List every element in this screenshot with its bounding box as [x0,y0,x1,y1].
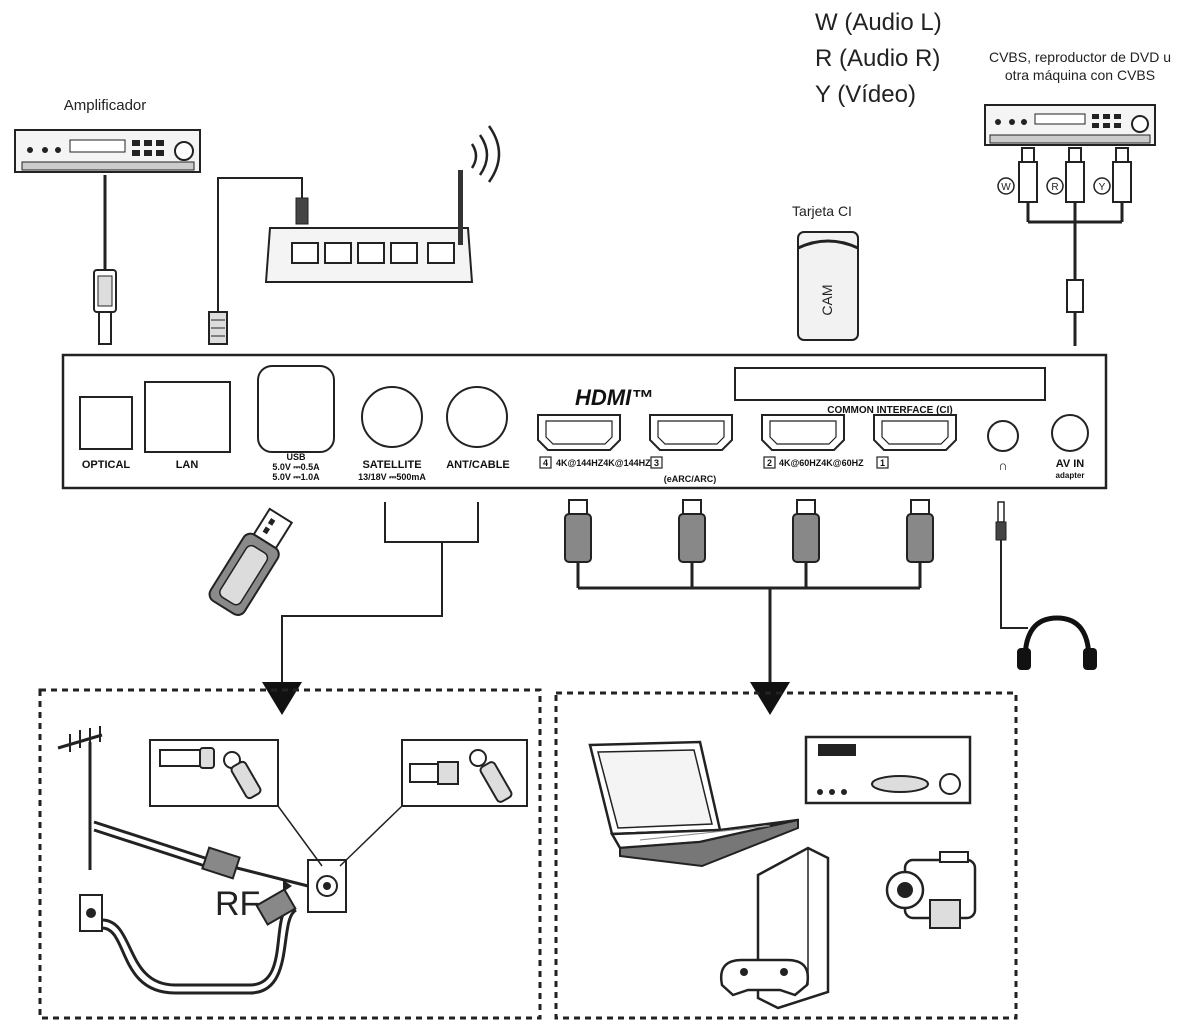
usb-spec-1: 5.0V ⎓0.5A [272,462,320,472]
satellite-port [361,386,423,448]
satellite-label: SATELLITE [362,459,421,471]
hdmi-cables [564,499,934,682]
router-device [264,125,501,283]
av-in-label: AV IN [1056,458,1085,470]
lan-port [144,381,231,453]
hdmi-3-number: 3 [654,458,659,468]
hdmi-4-spec: 4K@144HZ4K@144HZ [556,458,651,468]
game-console-icon [719,846,830,1010]
hdmi-port-1 [873,414,957,451]
coax-detail-right [339,739,528,867]
ant-cable-label: ANT/CABLE [446,459,510,471]
hdmi-2-number: 2 [767,458,772,468]
arrow-down-hdmi-icon [750,682,790,715]
coax-detail-left [149,739,323,867]
cam-card: CAM [797,231,859,341]
camcorder-icon [885,851,977,929]
lan-label: LAN [176,459,199,471]
av-in-sub: adapter [1056,471,1085,480]
hdmi-port-2 [761,414,845,451]
hdmi-port-3 [649,414,733,451]
ci-label: COMMON INTERFACE (CI) [827,405,953,416]
legend-yellow: Y (Vídeo) [815,81,916,108]
hdmi-logo: HDMI™ [575,385,653,410]
rca-plugs [1018,147,1132,346]
ci-slot [734,367,1046,401]
usb-port [257,365,335,453]
dvd-player-icon [804,735,972,805]
laptop-icon [588,740,799,868]
optical-port [79,396,133,450]
cam-label: CAM [819,284,835,315]
ci-card-label: Tarjeta CI [792,203,852,219]
arrow-down-rf-icon [262,682,302,715]
av-in-port [1051,414,1089,452]
rf-connection-box [38,688,542,1020]
antenna-icon [57,726,103,870]
svg-text:W: W [1001,182,1011,193]
optical-label: OPTICAL [82,459,131,471]
amplifier-label: Amplificador [64,97,147,114]
optical-plug [93,269,117,345]
dvd-player-cvbs [984,104,1156,146]
lan-plug-top [295,197,309,225]
rf-label: RF [215,885,260,923]
hdmi-3-earc: (eARC/ARC) [664,474,717,484]
headphones-icon [995,501,1097,670]
svg-text:R: R [1051,182,1058,193]
usb-stick-icon [208,507,294,616]
rca-tag-w: W [997,177,1015,195]
rf-wall-socket [307,859,347,913]
legend-white: W (Audio L) [815,9,942,36]
cvbs-label-1: CVBS, reproductor de DVD u [989,49,1171,65]
satellite-spec: 13/18V ⎓500mA [358,472,426,482]
hdmi-port-4 [537,414,621,451]
ant-cable-port [446,386,508,448]
headphone-icon: ∩ [998,458,1007,473]
cvbs-label-2: otra máquina con CVBS [1005,67,1155,83]
lan-plug-bottom [208,311,228,345]
wall-outlet-icon [79,894,103,932]
hdmi-4-number: 4 [543,458,548,468]
legend-red: R (Audio R) [815,45,940,72]
rca-tag-r: R [1046,177,1064,195]
usb-label: USB [286,452,306,462]
svg-text:Y: Y [1099,182,1106,193]
rca-tag-y: Y [1093,177,1111,195]
hdmi-1-number: 1 [880,458,885,468]
usb-spec-2: 5.0V ⎓1.0A [272,472,320,482]
hdmi-2-spec: 4K@60HZ4K@60HZ [779,458,864,468]
hdmi-devices-box [554,691,1018,1020]
amplifier-device [14,129,201,173]
headphone-jack [987,420,1019,452]
